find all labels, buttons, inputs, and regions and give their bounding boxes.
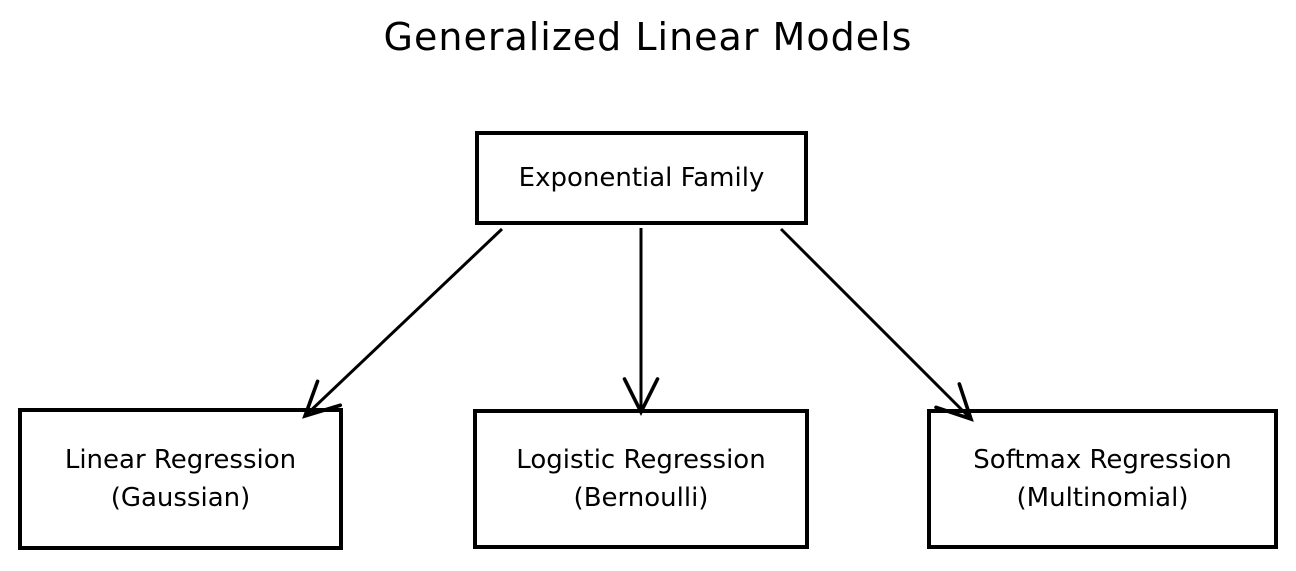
- diagram-title: Generalized Linear Models: [383, 15, 913, 59]
- node-linear-regression: Linear Regression (Gaussian): [18, 408, 343, 550]
- node-sublabel: (Bernoulli): [573, 483, 709, 513]
- node-logistic-regression: Logistic Regression (Bernoulli): [473, 409, 809, 549]
- node-softmax-regression: Softmax Regression (Multinomial): [927, 409, 1278, 549]
- node-label: Logistic Regression: [516, 445, 766, 475]
- arrow-root-to-softmax-regression: [779, 227, 974, 422]
- node-label: Linear Regression: [64, 445, 297, 475]
- node-label: Softmax Regression: [973, 445, 1232, 475]
- node-sublabel: (Multinomial): [1016, 483, 1189, 513]
- node-exponential-family: Exponential Family: [475, 131, 808, 225]
- node-label: Exponential Family: [518, 163, 765, 193]
- arrow-root-to-linear-regression: [302, 227, 504, 419]
- node-sublabel: (Gaussian): [110, 483, 251, 513]
